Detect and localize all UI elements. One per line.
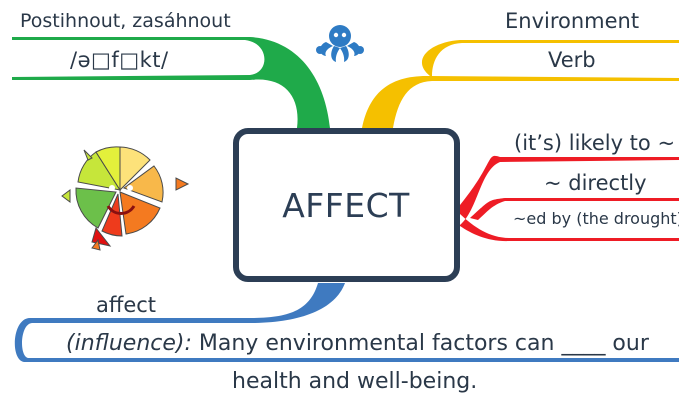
blue-branch [14,283,679,362]
sentence-part1: Many environmental factors can [191,331,562,356]
collocation-ed-by: ~ed by (the drought) [513,209,679,228]
red-branch [460,155,679,242]
topic-box [233,128,460,282]
translation-label: Postihnout, zasáhnout [20,10,231,32]
yellow-branch [362,40,679,128]
bottom-word-label: affect [96,293,157,317]
meaning-label: (influence): [66,331,192,356]
green-branch [12,37,330,128]
collocation-directly: ~ directly [544,171,647,195]
octopus-icon [316,25,364,62]
example-sentence-line1: (influence): Many environmental factors … [66,333,649,355]
part-of-speech-label: Verb [548,48,596,72]
pronunciation-label: /ə□f□kt/ [70,48,169,72]
topic-category-label: Environment [505,9,640,33]
pie-chart-icon [61,146,190,251]
fill-in-blank: ____ [561,331,606,356]
example-sentence-line2: health and well-being. [232,369,478,394]
sentence-part2: our [605,331,649,356]
topic-word: AFFECT [282,186,410,225]
collocation-likely-to: (it’s) likely to ~ [514,131,676,155]
